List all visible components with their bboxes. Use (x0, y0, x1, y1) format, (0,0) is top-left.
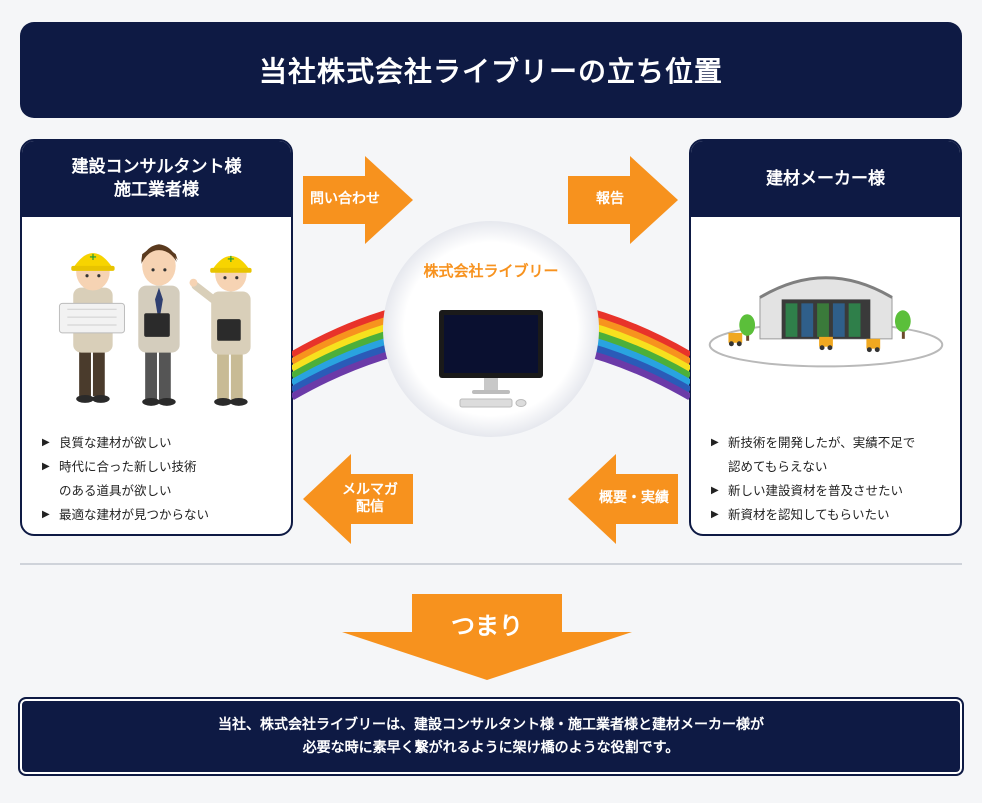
conclusion-label: つまり (451, 612, 523, 640)
client-panel-header: 建設コンサルタント様 施工業者様 (22, 141, 291, 217)
list-item: ▶良質な建材が欲しい (42, 431, 209, 455)
arrow-right-icon (303, 156, 413, 244)
desktop-computer-icon (439, 310, 543, 408)
report-label: 報告 (596, 191, 624, 207)
title-banner: 当社株式会社ライブリーの立ち位置 (20, 22, 962, 118)
list-item: ▶新技術を開発したが、実績不足で (711, 431, 915, 455)
client-needs-list: ▶良質な建材が欲しい ▶時代に合った新しい技術 のある道具が欲しい ▶最適な建材… (42, 431, 209, 527)
page-title: 当社株式会社ライブリーの立ち位置 (258, 55, 723, 88)
worker-with-blueprint-icon: + (58, 252, 125, 403)
manufacturer-panel-header: 建材メーカー様 (691, 141, 960, 217)
warehouse-icon (759, 276, 893, 340)
worker-pointing-icon: + (189, 254, 252, 406)
list-item-continuation: 認めてもらえない (728, 459, 828, 474)
triangle-bullet-icon: ▶ (711, 509, 719, 520)
summary-box: 当社、株式会社ライブリーは、建設コンサルタント様・施工業者様と建材メーカー様が … (18, 697, 964, 776)
client-heading-line2: 施工業者様 (114, 180, 199, 200)
overview-arrow: 概要・実績 (568, 454, 678, 544)
tree-icon (739, 310, 911, 341)
summary-line1: 当社、株式会社ライブリーは、建設コンサルタント様・施工業者様と建材メーカー様が (218, 716, 764, 733)
arrow-right-icon (568, 156, 678, 244)
forklift-icon (728, 332, 881, 353)
conclusion-arrow: つまり (342, 594, 632, 680)
overview-label: 概要・実績 (599, 490, 669, 506)
triangle-bullet-icon: ▶ (42, 437, 50, 448)
triangle-bullet-icon: ▶ (711, 485, 719, 496)
manufacturer-needs-list: ▶新技術を開発したが、実績不足で 認めてもらえない ▶新しい建設資材を普及させた… (711, 431, 915, 527)
list-item-continuation: のある道具が欲しい (59, 483, 172, 498)
client-heading-line1: 建設コンサルタント様 (71, 157, 242, 177)
list-item: ▶新しい建設資材を普及させたい (711, 479, 915, 503)
newsletter-label: メルマガ 配信 (342, 482, 398, 515)
triangle-bullet-icon: ▶ (711, 437, 719, 448)
inquiry-label: 問い合わせ (310, 191, 380, 207)
client-panel: 建設コンサルタント様 施工業者様 + (20, 139, 293, 536)
construction-workers-illustration: + (58, 244, 252, 406)
report-arrow: 報告 (568, 156, 678, 244)
company-bridge: 株式会社ライブリー (290, 221, 692, 440)
list-item: ▶時代に合った新しい技術 (42, 455, 209, 479)
company-circle (383, 221, 599, 437)
inquiry-arrow: 問い合わせ (303, 156, 413, 244)
section-divider (20, 563, 962, 565)
list-item: ▶最適な建材が見つからない (42, 503, 209, 527)
company-name-label: 株式会社ライブリー (423, 262, 559, 280)
svg-text:+: + (89, 252, 97, 263)
svg-text:+: + (227, 254, 235, 265)
newsletter-arrow: メルマガ 配信 (303, 454, 413, 544)
arrow-left-icon (568, 454, 678, 544)
list-item: ▶新資材を認知してもらいたい (711, 503, 915, 527)
arrow-left-icon (303, 454, 413, 544)
worker-with-tablet-icon (138, 244, 180, 406)
manufacturer-heading: 建材メーカー様 (766, 168, 885, 189)
triangle-bullet-icon: ▶ (42, 509, 50, 520)
warehouse-illustration (708, 276, 944, 368)
triangle-bullet-icon: ▶ (42, 461, 50, 472)
manufacturer-panel: 建材メーカー様 ▶新技術を開発したが、実績不足 (689, 139, 962, 536)
arrow-down-icon (342, 594, 632, 680)
summary-line2: 必要な時に素早く繋がれるように架け橋のような役割です。 (302, 739, 680, 756)
